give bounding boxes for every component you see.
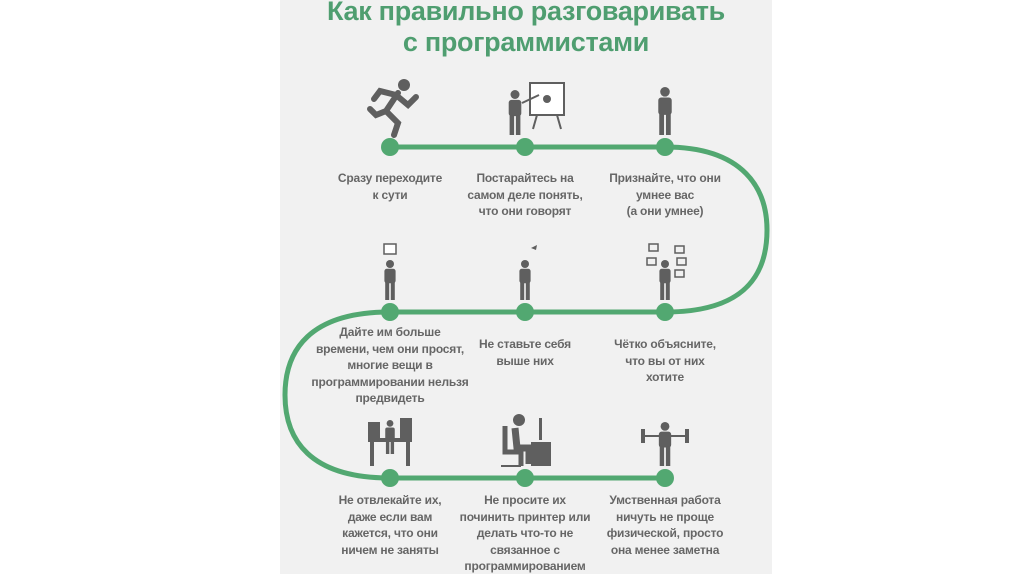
step-label-line: к сути bbox=[372, 187, 408, 202]
timeline-dot bbox=[516, 469, 534, 487]
step-label-line: Умственная работа bbox=[609, 493, 721, 507]
timeline-dot bbox=[516, 303, 534, 321]
infographic-title: Как правильно разговаривать с программис… bbox=[280, 0, 772, 58]
step-label: Умственная работа ничуть не проще физическ… bbox=[580, 492, 750, 558]
step-label-line: программированием bbox=[464, 559, 586, 573]
step-label-line: починить принтер или bbox=[459, 509, 591, 524]
step-label-line: делать что-то не bbox=[476, 526, 574, 540]
step-label-line: Не отвлекайте их, bbox=[338, 493, 442, 507]
step-label: Постарайтесь на самом деле понять, что они… bbox=[440, 170, 610, 220]
step-label-line: хотите bbox=[645, 370, 684, 384]
step-label: Не просите их починить принтер или делать … bbox=[440, 492, 610, 575]
step-label: Не ставьте себя выше них bbox=[440, 336, 610, 369]
step-label-line: кажется, что они bbox=[342, 526, 438, 540]
step-label-line: ничем не заняты bbox=[341, 542, 439, 557]
step-label-line: даже если вам bbox=[347, 509, 433, 524]
step-label-line: она менее заметна bbox=[610, 542, 720, 557]
step-label-line: Не ставьте себя bbox=[479, 337, 571, 351]
step-label-line: многие вещи в bbox=[347, 358, 433, 372]
timeline-dot bbox=[516, 138, 534, 156]
timeline-dot bbox=[656, 303, 674, 321]
step-label-line: самом деле понять, bbox=[467, 187, 583, 202]
timeline-dot bbox=[381, 138, 399, 156]
timeline-dot bbox=[381, 303, 399, 321]
explaining-man-icon bbox=[646, 243, 687, 300]
step-label-line: Не просите их bbox=[484, 493, 566, 507]
busy-desk-icon bbox=[368, 418, 412, 466]
step-label-line: времени, чем они просят, bbox=[316, 341, 464, 356]
step-label-line: умнее вас bbox=[635, 187, 695, 202]
step-label-line: что они говорят bbox=[478, 204, 572, 218]
step-label: Не отвлекайте их, даже если вам кажется, ч… bbox=[305, 492, 475, 558]
step-label-line: Чётко объясните, bbox=[614, 337, 716, 351]
weightlifter-icon bbox=[641, 422, 689, 466]
title-line-1: Как правильно разговаривать bbox=[327, 0, 725, 26]
timeline-dot bbox=[656, 138, 674, 156]
step-label: Чётко объясните, что вы от них хотите bbox=[580, 336, 750, 386]
step-label-line: физической, просто bbox=[606, 526, 724, 540]
step-label-line: программировании нельзя bbox=[311, 374, 469, 389]
computer-worker-icon bbox=[501, 414, 551, 467]
step-label-line: предвидеть bbox=[355, 391, 425, 405]
step-label-line: (а они умнее) bbox=[626, 204, 704, 218]
timeline-dot bbox=[381, 469, 399, 487]
running-man-icon bbox=[367, 79, 419, 138]
step-label: Сразу переходите к сути bbox=[305, 170, 475, 203]
step-label-line: связанное с bbox=[490, 542, 560, 557]
step-label-line: ничуть не проще bbox=[616, 509, 714, 524]
businessman-icon bbox=[519, 245, 537, 300]
standing-man-icon bbox=[658, 87, 672, 135]
step-label-line: что вы от них bbox=[625, 353, 705, 368]
step-label: Дайте им больше времени, чем они просят, м… bbox=[305, 324, 475, 407]
calendar-man-icon bbox=[383, 243, 397, 300]
title-line-2: с программистами bbox=[402, 27, 650, 57]
step-label-line: Сразу переходите bbox=[337, 171, 443, 185]
step-label-line: Признайте, что они bbox=[609, 171, 721, 185]
timeline-dot bbox=[656, 469, 674, 487]
step-label-line: Постарайтесь на bbox=[476, 171, 574, 185]
step-label: Признайте, что они умнее вас (а они умнее) bbox=[580, 170, 750, 220]
presenter-icon bbox=[508, 82, 565, 135]
step-label-line: Дайте им больше bbox=[339, 325, 441, 339]
step-label-line: выше них bbox=[496, 353, 554, 368]
